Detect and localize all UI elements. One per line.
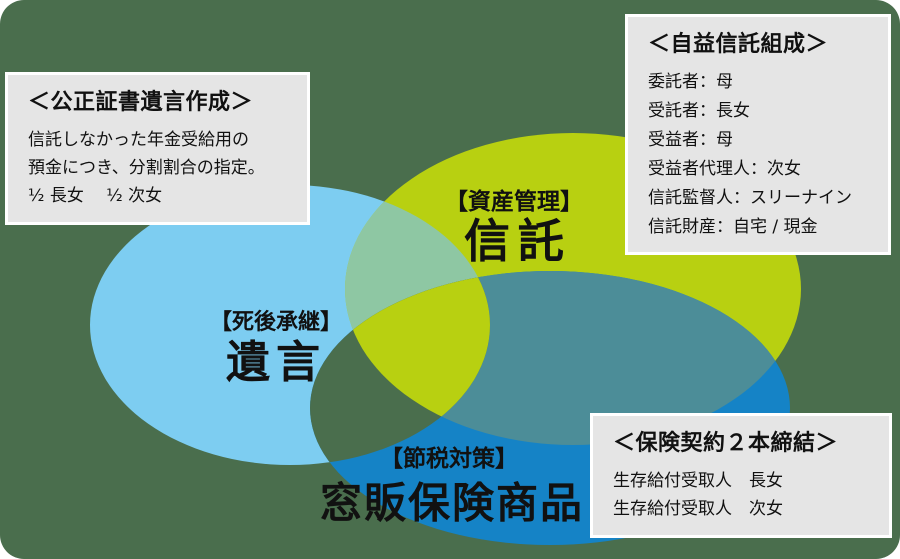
trust-box-line: 信託財産：自宅 / 現金 [648, 217, 818, 237]
will-info-box: ＜公正証書遺言作成＞ 信託しなかった年金受給用の 預金につき、分割割合の指定。 … [5, 72, 310, 225]
trust-circle-tag: 【資産管理】 [445, 189, 583, 215]
insurance-box-line: 生存給付受取人 次女 [613, 499, 783, 519]
insurance-box-line: 生存給付受取人 長女 [613, 471, 783, 491]
insurance-info-box: ＜保険契約２本締結＞ 生存給付受取人 長女 生存給付受取人 次女 [590, 413, 892, 538]
insurance-circle-name: 窓販保険商品 [319, 478, 585, 528]
will-circle-tag: 【死後承継】 [209, 310, 343, 335]
trust-circle-name: 信託 [464, 214, 572, 268]
will-box-line: ½ 長女 ½ 次女 [28, 186, 163, 206]
will-box-line: 信託しなかった年金受給用の [28, 130, 249, 150]
trust-box-line: 信託監督人：スリーナイン [648, 188, 852, 208]
will-insurance-overlap [310, 271, 490, 465]
trust-box-line: 受益者代理人：次女 [648, 159, 801, 179]
trust-box-line: 受益者：母 [648, 130, 733, 150]
will-circle-name: 遺言 [226, 337, 326, 388]
trust-box-line: 受託者：長女 [648, 101, 750, 121]
trust-info-box: ＜自益信託組成＞ 委託者：母 受託者：長女 受益者：母 受益者代理人：次女 信託… [625, 14, 891, 255]
trust-box-line: 委託者：母 [648, 72, 733, 92]
will-box-line: 預金につき、分割割合の指定。 [28, 158, 265, 178]
insurance-box-title: ＜保険契約２本締結＞ [613, 431, 839, 456]
will-box-title: ＜公正証書遺言作成＞ [28, 90, 254, 115]
insurance-circle-tag: 【節税対策】 [380, 446, 518, 472]
trust-box-title: ＜自益信託組成＞ [648, 32, 829, 57]
